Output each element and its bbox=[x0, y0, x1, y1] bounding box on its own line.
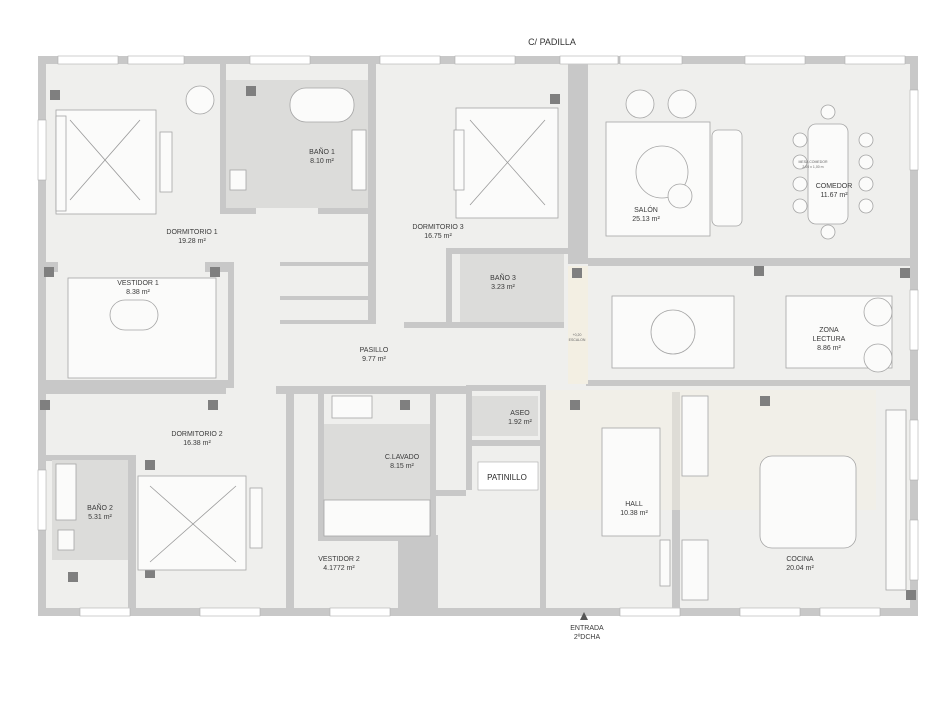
comedor-area: 11.67 m² bbox=[820, 192, 848, 199]
zona-lectura-area: 8.86 m² bbox=[817, 345, 841, 352]
mesa-note-1: MESA COMEDOR bbox=[799, 160, 828, 164]
zona-lectura-name-2: LECTURA bbox=[813, 336, 846, 343]
mesa-note-2: 2,00 x 1,00 m bbox=[802, 165, 823, 169]
entrance-line2: 2ºDCHA bbox=[574, 634, 601, 641]
step-note-2: ESCALON bbox=[569, 338, 586, 342]
vestidor2-area: 4.1772 m² bbox=[323, 565, 355, 572]
furniture bbox=[55, 85, 907, 601]
room-labels: DORMITORIO 1 19.28 m² BAÑO 1 8.10 m² DOR… bbox=[87, 147, 852, 572]
salon-area: 25.13 m² bbox=[632, 216, 660, 223]
c-lavado-name: C.LAVADO bbox=[385, 454, 420, 461]
street-name: C/ PADILLA bbox=[528, 37, 576, 47]
dormitorio2-area: 16.38 m² bbox=[183, 440, 211, 447]
columns bbox=[40, 86, 916, 600]
vestidor2-name: VESTIDOR 2 bbox=[318, 556, 360, 563]
bano1-area: 8.10 m² bbox=[310, 158, 334, 165]
hall-name: HALL bbox=[625, 501, 643, 508]
windows bbox=[37, 55, 919, 617]
dormitorio1-area: 19.28 m² bbox=[178, 238, 206, 245]
aseo-area: 1.92 m² bbox=[508, 419, 532, 426]
c-lavado-area: 8.15 m² bbox=[390, 463, 414, 470]
patinillo-name: PATINILLO bbox=[487, 473, 527, 482]
bano2-area: 5.31 m² bbox=[88, 514, 112, 521]
cocina-name: COCINA bbox=[786, 556, 814, 563]
comedor-name: COMEDOR bbox=[816, 183, 853, 190]
entrance-arrow-icon bbox=[580, 612, 588, 620]
pasillo-name: PASILLO bbox=[360, 347, 389, 354]
wet-areas bbox=[52, 80, 876, 560]
aseo-name: ASEO bbox=[510, 410, 530, 417]
entrance: ENTRADA 2ºDCHA bbox=[570, 612, 604, 641]
zona-lectura-name-1: ZONA bbox=[819, 327, 839, 334]
dormitorio3-area: 16.75 m² bbox=[424, 233, 452, 240]
cocina-area: 20.04 m² bbox=[786, 565, 814, 572]
bano3-area: 3.23 m² bbox=[491, 284, 515, 291]
vestidor1-area: 8.38 m² bbox=[126, 289, 150, 296]
step-note: +0,20 bbox=[573, 333, 582, 337]
salon-name: SALÓN bbox=[634, 205, 658, 214]
pasillo-area: 9.77 m² bbox=[362, 356, 386, 363]
dormitorio3-name: DORMITORIO 3 bbox=[412, 224, 463, 231]
vestidor1-name: VESTIDOR 1 bbox=[117, 280, 159, 287]
bano1-name: BAÑO 1 bbox=[309, 147, 335, 156]
dormitorio2-name: DORMITORIO 2 bbox=[171, 431, 222, 438]
hall-area: 10.38 m² bbox=[620, 510, 648, 517]
entrance-line1: ENTRADA bbox=[570, 625, 604, 632]
bano2-name: BAÑO 2 bbox=[87, 503, 113, 512]
dormitorio1-name: DORMITORIO 1 bbox=[166, 229, 217, 236]
bano3-name: BAÑO 3 bbox=[490, 273, 516, 282]
